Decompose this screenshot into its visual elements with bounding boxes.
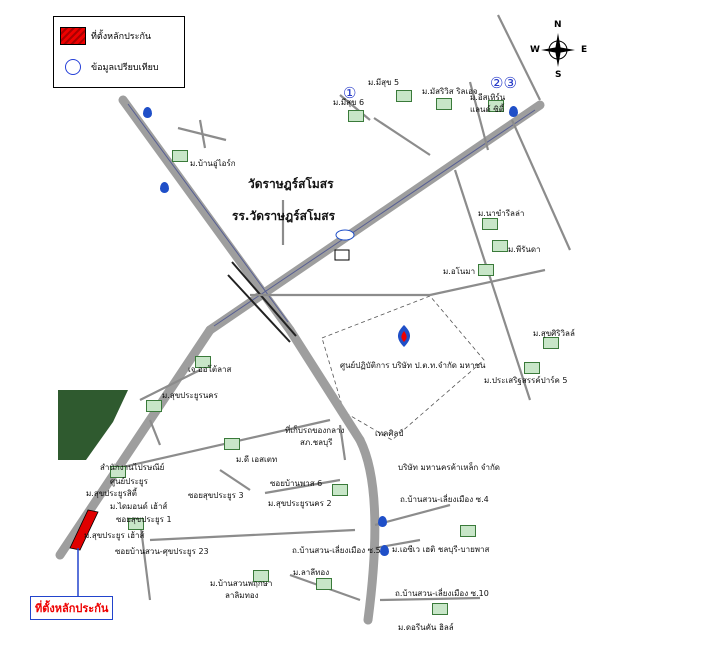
target-callout: ที่ตั้งหลักประกัน bbox=[30, 596, 114, 620]
compass-n: N bbox=[554, 20, 562, 30]
village-label: ม.มีสุข 5 bbox=[368, 78, 400, 87]
legend-target-label: ที่ตั้งหลักประกัน bbox=[91, 32, 152, 42]
village-label: ม.สุขศิริวิลล์ bbox=[533, 329, 575, 338]
ptt-logo bbox=[397, 325, 411, 347]
village-icon bbox=[172, 150, 188, 162]
overpass-a bbox=[231, 261, 297, 337]
village-label: ม.บ้านอู่ไอร์ก bbox=[190, 159, 236, 168]
place-label: สำนักงานไปรษณีย์ bbox=[100, 463, 165, 472]
village-icon bbox=[396, 90, 412, 102]
compass-s: S bbox=[555, 70, 562, 80]
village-icon bbox=[543, 337, 559, 349]
village-icon bbox=[195, 356, 211, 368]
road-label: ซอยบ้านสวน-ศุขประยูร 23 bbox=[115, 547, 209, 556]
legend-compare-label: ข้อมูลเปรียบเทียบ bbox=[91, 63, 159, 73]
overpass-b bbox=[227, 274, 291, 343]
village-label: ลาลิมทอง bbox=[225, 591, 259, 600]
village-icon bbox=[492, 240, 508, 252]
road-label: ถ.บ้านสวน-เลี่ยงเมือง ซ.4 bbox=[400, 495, 489, 504]
road-label: ถ.บ้านสวน-เลี่ยงเมือง ซ.5 bbox=[292, 546, 381, 555]
compass-e: E bbox=[581, 45, 588, 55]
ptt-compound bbox=[321, 295, 485, 441]
place-label: เจ ออโต้ลาส bbox=[188, 365, 232, 374]
road-label: ถ.บ้านสวน-เลี่ยงเมือง ซ.10 bbox=[395, 589, 489, 598]
road-label: ซอยสุขประยูร 3 bbox=[188, 491, 244, 500]
village-icon bbox=[478, 264, 494, 276]
highway-shield-icon bbox=[334, 249, 350, 261]
village-label: ม.สุขประยูรสิตี้ bbox=[86, 489, 137, 498]
village-label: ม.บ้านสวนพฤกษา bbox=[210, 579, 273, 588]
village-label: ม.อโนมา bbox=[443, 267, 476, 276]
legend: ที่ตั้งหลักประกัน ข้อมูลเปรียบเทียบ bbox=[53, 16, 185, 88]
village-label: ม.ประเสริฐสรรค์ปาร์ค 5 bbox=[484, 376, 568, 385]
village-icon bbox=[460, 525, 476, 537]
village-icon bbox=[432, 603, 448, 615]
place-label: บริษัท มหานครค้าเหล็ก จำกัด bbox=[398, 463, 500, 472]
village-label: ม.ดี เอสเตท bbox=[236, 455, 278, 464]
target-swatch-icon bbox=[60, 27, 86, 45]
ptt-station-icon bbox=[160, 182, 169, 193]
park-area bbox=[58, 390, 128, 460]
compass-rose bbox=[541, 33, 575, 67]
ptt-station-icon bbox=[380, 545, 389, 556]
village-icon bbox=[482, 218, 498, 230]
village-icon bbox=[436, 98, 452, 110]
place-label: ศูนย์ประยูร bbox=[110, 477, 148, 486]
legend-compare-row: ข้อมูลเปรียบเทียบ bbox=[60, 59, 159, 75]
ptt-station-icon bbox=[509, 106, 518, 117]
village-label: ม.อีสเทิร์น bbox=[470, 93, 506, 102]
ptt-station-icon bbox=[143, 107, 152, 118]
village-icon bbox=[128, 518, 144, 530]
village-label: ม.เอซีเว เฮติ ชลบุรี-บายพาส bbox=[392, 545, 490, 554]
village-icon bbox=[524, 362, 540, 374]
village-label: แลนด์ ซิตี้ bbox=[470, 105, 504, 114]
road-label: ซอยสุขประยูร 1 bbox=[116, 515, 172, 524]
village-label: ม.ลาลีทอง bbox=[293, 568, 330, 577]
village-icon bbox=[332, 484, 348, 496]
village-icon bbox=[488, 100, 504, 112]
village-label: ม.สุขประยูรนคร bbox=[162, 391, 218, 400]
compass-w: W bbox=[530, 45, 540, 55]
village-label: ม.ดอรีนคัน ฮิลล์ bbox=[398, 623, 454, 632]
compare-circle-icon bbox=[65, 59, 81, 75]
village-label: ม.นาขำรีลล่า bbox=[478, 209, 525, 218]
village-icon bbox=[253, 570, 269, 582]
place-label: เทคศิลป์ bbox=[375, 429, 404, 438]
temple-label: วัดราษฎร์สโมสร bbox=[248, 177, 334, 191]
ptt-station-icon bbox=[378, 516, 387, 527]
place-label: ที่เก็บรถของกลาง bbox=[285, 426, 345, 435]
village-label: ม.ไดมอนด์ เฮ้าส์ bbox=[110, 502, 168, 511]
village-icon bbox=[348, 110, 364, 122]
compare-marker-1: ① bbox=[343, 84, 357, 102]
compare-marker-23: ②③ bbox=[490, 74, 517, 92]
road-label: ซอยบ้านพาส 6 bbox=[270, 479, 323, 488]
village-label: ม.มีสุข 6 bbox=[333, 98, 365, 107]
village-label: ม.มัสริวิส ริลเอจ bbox=[422, 87, 478, 96]
village-label: ม.สุขประยูร เฮ้าส์ bbox=[84, 531, 145, 540]
village-label: ม.สุขประยูรนคร 2 bbox=[268, 499, 332, 508]
road-south-highway bbox=[285, 325, 365, 445]
village-icon bbox=[224, 438, 240, 450]
legend-target-row: ที่ตั้งหลักประกัน bbox=[60, 27, 151, 45]
road-south-bend bbox=[355, 435, 380, 625]
village-icon bbox=[110, 466, 126, 478]
village-icon bbox=[316, 578, 332, 590]
village-icon bbox=[146, 400, 162, 412]
village-label: ม.พีรันดา bbox=[508, 245, 541, 254]
target-parcel bbox=[69, 509, 99, 551]
esso-station-icon bbox=[335, 229, 355, 241]
school-label: รร.วัดราษฎร์สโมสร bbox=[232, 209, 336, 223]
ptt-label: ศูนย์ปฏิบัติการ บริษัท ป.ต.ท.จำกัด มหาชน bbox=[340, 361, 486, 370]
place-label: สภ.ชลบุรี bbox=[300, 438, 333, 447]
